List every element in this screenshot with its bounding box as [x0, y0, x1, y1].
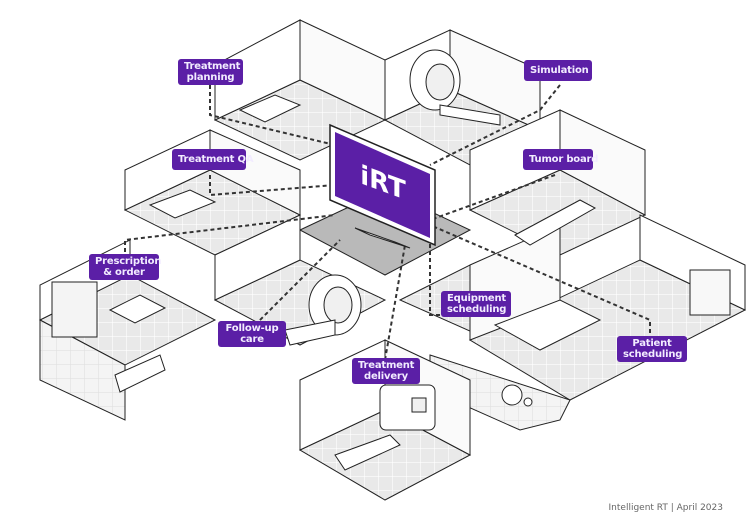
ct-scanner-simulation	[409, 49, 501, 126]
wheelchair	[501, 384, 533, 407]
connector-follow-up	[254, 239, 341, 326]
connector-tumor-board	[429, 174, 556, 221]
floor-prescription-front	[39, 319, 126, 421]
label-follow-up-care: Follow-up care	[218, 321, 286, 347]
label-patient-scheduling: Patient scheduling	[617, 336, 687, 362]
locker-cabinets	[51, 281, 98, 338]
label-tumor-board: Tumor board	[523, 149, 598, 170]
reception-desk	[493, 299, 602, 351]
label-treatment-planning: Treatment planning	[178, 59, 243, 85]
furniture	[51, 49, 731, 471]
connector-simulation	[429, 84, 561, 166]
conference-table	[514, 199, 597, 246]
linac-treatment-delivery	[334, 384, 436, 471]
label-treatment-qa: Treatment QA	[172, 149, 254, 170]
desk-prescription	[108, 294, 167, 324]
label-prescription-order: Prescription & order	[89, 254, 161, 280]
elevator-doors	[689, 269, 731, 316]
footer-caption: Intelligent RT | April 2023	[608, 503, 723, 513]
desk-planning	[238, 94, 302, 123]
label-treatment-delivery: Treatment delivery	[352, 358, 420, 384]
ct-scanner-follow-up	[284, 274, 362, 346]
connector-equipment	[429, 235, 440, 316]
connector-treatment-planning	[209, 85, 336, 146]
monitor-screen	[335, 132, 430, 238]
connector-treatment-delivery	[384, 244, 406, 361]
monitor-stand	[354, 227, 411, 249]
label-simulation: Simulation	[524, 60, 592, 81]
connector-lines	[124, 84, 651, 361]
label-equipment-scheduling: Equipment scheduling	[441, 291, 511, 317]
desk-treatment-qa	[148, 189, 217, 219]
irt-monitor: iRT	[329, 123, 436, 249]
sofa	[114, 354, 166, 393]
